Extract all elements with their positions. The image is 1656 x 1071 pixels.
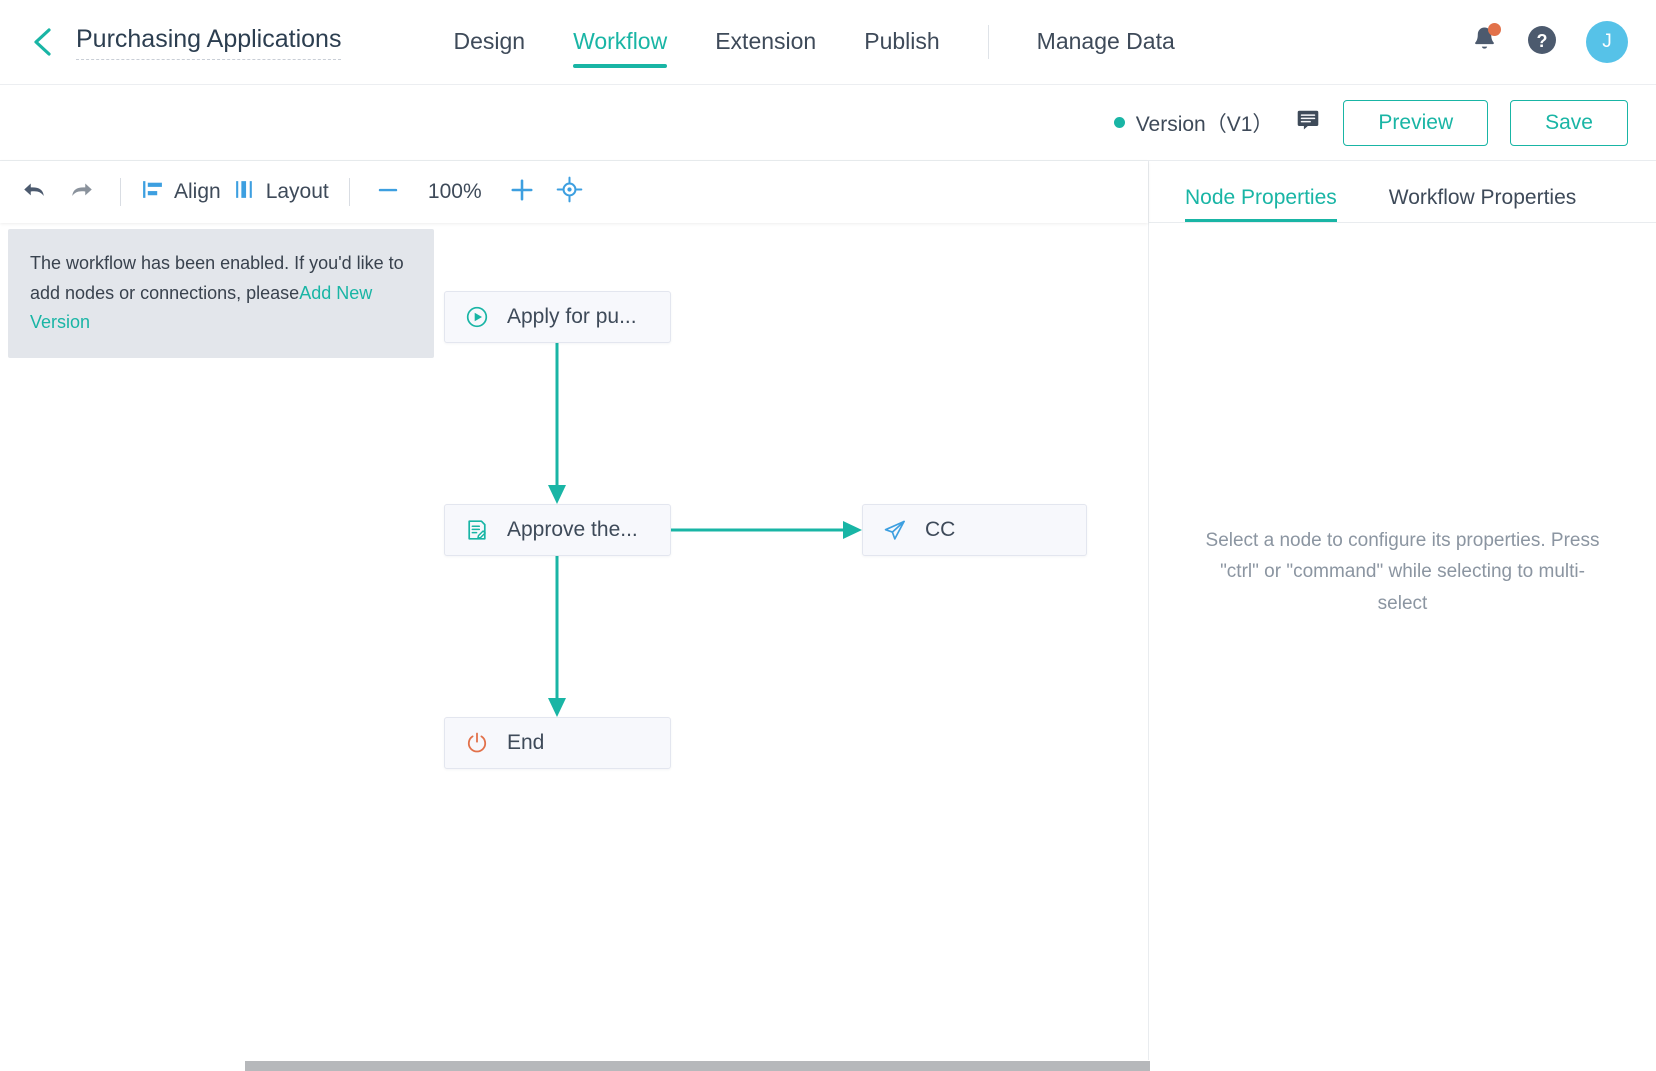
horizontal-scrollbar-thumb[interactable] xyxy=(245,1061,1150,1071)
play-circle-icon xyxy=(465,305,489,329)
nav-divider xyxy=(987,25,989,59)
tab-node-properties[interactable]: Node Properties xyxy=(1185,186,1337,222)
workflow-enabled-alert: The workflow has been enabled. If you'd … xyxy=(8,229,434,359)
header-actions: ? J xyxy=(1471,21,1656,63)
notification-badge xyxy=(1488,23,1501,36)
nav-tab-design[interactable]: Design xyxy=(453,27,526,54)
properties-empty-message: Select a node to configure its propertie… xyxy=(1205,529,1600,614)
preview-button[interactable]: Preview xyxy=(1343,99,1489,146)
undo-arrow-icon xyxy=(21,177,47,208)
add-new-version-link[interactable]: Add New Version xyxy=(30,282,373,333)
redo-arrow-icon xyxy=(69,177,95,208)
horizontal-scrollbar[interactable] xyxy=(0,1060,1150,1071)
properties-panel: Node Properties Workflow Properties Sele… xyxy=(1149,161,1656,1071)
nav-tab-extension[interactable]: Extension xyxy=(715,27,817,54)
version-label-text: Version（V1） xyxy=(1135,112,1274,136)
align-label: Align xyxy=(174,180,221,203)
back-button[interactable] xyxy=(22,22,62,62)
canvas-toolbar: Align Layout xyxy=(0,161,1148,223)
workflow-node-start[interactable]: Apply for pu... xyxy=(444,291,671,343)
zoom-out-button[interactable] xyxy=(364,168,412,216)
properties-tabs: Node Properties Workflow Properties xyxy=(1149,161,1656,223)
toolbar-divider-1 xyxy=(120,178,121,206)
workflow-node-cc[interactable]: CC xyxy=(862,504,1087,556)
layout-button[interactable]: Layout xyxy=(227,178,335,206)
version-comment-button[interactable] xyxy=(1295,107,1321,138)
help-button[interactable]: ? xyxy=(1526,24,1558,61)
nav-tab-manage-data[interactable]: Manage Data xyxy=(1036,27,1175,54)
layout-columns-icon xyxy=(233,178,256,206)
node-label: Apply for pu... xyxy=(507,305,637,328)
version-bar: Version（V1） Preview Save xyxy=(0,85,1656,161)
send-plane-icon xyxy=(883,518,907,542)
main-body: Align Layout xyxy=(0,161,1656,1071)
undo-button[interactable] xyxy=(10,168,58,216)
properties-empty-state: Select a node to configure its propertie… xyxy=(1149,223,1656,1071)
main-nav: Design Workflow Extension Publish Manage… xyxy=(453,0,1175,85)
save-button[interactable]: Save xyxy=(1510,99,1628,146)
nav-tab-workflow[interactable]: Workflow xyxy=(573,0,668,85)
question-circle-icon: ? xyxy=(1526,24,1558,61)
version-indicator[interactable]: Version（V1） xyxy=(1113,108,1274,138)
align-button[interactable]: Align xyxy=(135,178,227,206)
canvas-area: Align Layout xyxy=(0,161,1150,1071)
redo-button[interactable] xyxy=(58,168,106,216)
plus-icon xyxy=(508,176,536,209)
zoom-level: 100% xyxy=(427,180,482,203)
top-header: Purchasing Applications Design Workflow … xyxy=(0,0,1656,85)
layout-label: Layout xyxy=(265,180,329,203)
tab-workflow-properties[interactable]: Workflow Properties xyxy=(1388,186,1577,209)
node-label: CC xyxy=(925,518,956,541)
page-title: Purchasing Applications xyxy=(76,24,342,60)
node-label: Approve the... xyxy=(507,518,638,541)
power-icon xyxy=(465,731,489,755)
alert-text: The workflow has been enabled. If you'd … xyxy=(30,253,404,303)
avatar[interactable]: J xyxy=(1586,21,1628,63)
comment-icon xyxy=(1295,107,1321,138)
node-label: End xyxy=(507,731,545,754)
minus-icon xyxy=(375,177,401,208)
zoom-in-button[interactable] xyxy=(498,168,546,216)
approval-form-icon xyxy=(465,518,489,542)
align-left-icon xyxy=(141,178,164,206)
workflow-node-approve[interactable]: Approve the... xyxy=(444,504,671,556)
workflow-node-end[interactable]: End xyxy=(444,717,671,769)
workflow-canvas[interactable]: The workflow has been enabled. If you'd … xyxy=(0,223,1148,1071)
version-status-dot xyxy=(1113,117,1125,128)
svg-text:?: ? xyxy=(1537,31,1548,51)
nav-tab-publish[interactable]: Publish xyxy=(864,27,940,54)
recenter-button[interactable] xyxy=(546,168,594,216)
crosshair-icon xyxy=(556,176,583,208)
chevron-left-icon xyxy=(29,26,55,58)
toolbar-divider-2 xyxy=(348,178,350,206)
notifications-button[interactable] xyxy=(1471,23,1501,59)
